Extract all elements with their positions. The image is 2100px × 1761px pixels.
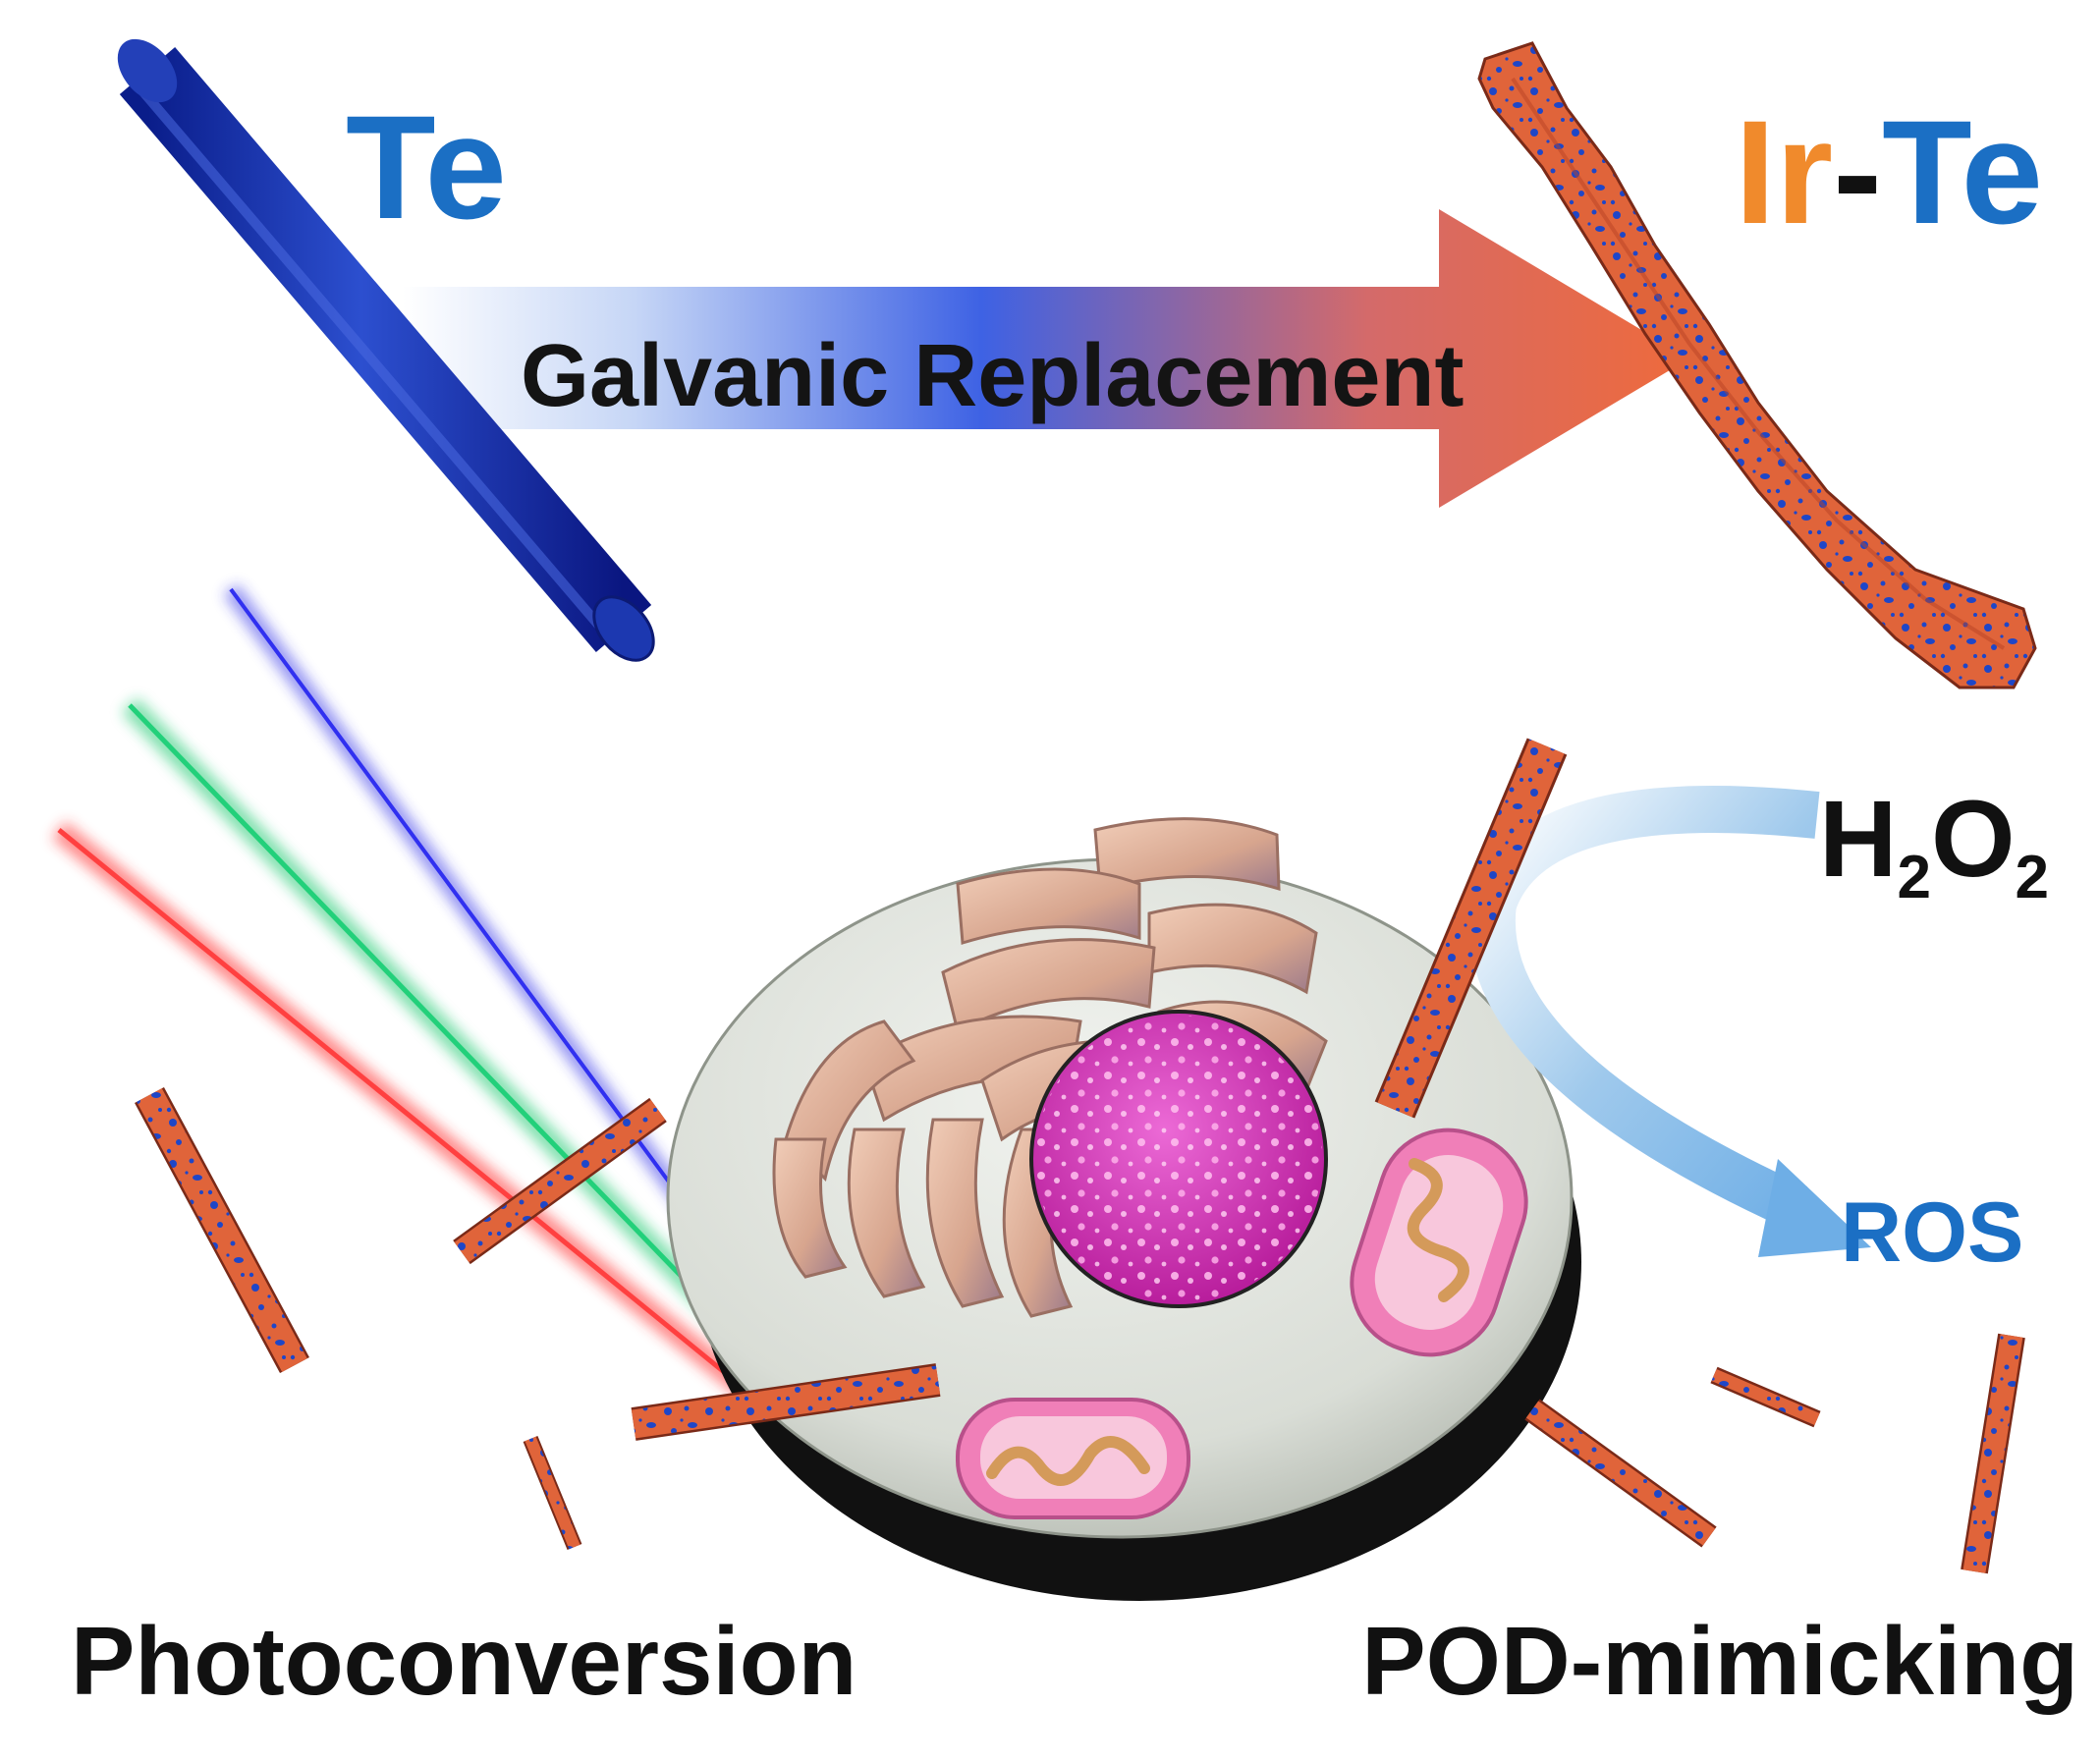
- ir-te-nanorod-icon: [1961, 1333, 2025, 1574]
- product-label: ROS: [1841, 1185, 2024, 1280]
- ir-te-nanorod-icon: [453, 1097, 667, 1265]
- te-product-label: Te: [1882, 89, 2043, 254]
- reactant-h: H: [1819, 779, 1898, 900]
- ir-te-nanorod-icon: [523, 1435, 582, 1551]
- left-caption: Photoconversion: [71, 1607, 857, 1715]
- reactant-sub2: 2: [2015, 844, 2049, 911]
- process-label: Galvanic Replacement: [521, 327, 1464, 425]
- te-label: Te: [346, 84, 507, 249]
- reactant-sub1: 2: [1897, 844, 1931, 911]
- galvanic-arrow: [403, 209, 1689, 508]
- mitochondrion-icon: [1350, 1128, 1528, 1357]
- right-caption: POD-mimicking: [1361, 1607, 2078, 1715]
- ir-te-nanorod-icon: [135, 1086, 309, 1374]
- curved-arrow-head: [1758, 1159, 1871, 1257]
- ir-te-nanorod-icon: [1710, 1366, 1821, 1428]
- ir-te-label: Ir-Te: [1735, 98, 2043, 246]
- te-nanorod-icon: [117, 38, 655, 662]
- reactant-o: O: [1930, 779, 2016, 900]
- mitochondrion-icon: [956, 1398, 1190, 1519]
- ir-label: Ir: [1735, 89, 1834, 254]
- ir-te-nanorod-icon: [631, 1363, 941, 1441]
- reactant-label: H2O2: [1819, 786, 2049, 908]
- ir-te-nanorod-icon: [1374, 738, 1568, 1119]
- nucleus-icon: [1029, 1010, 1328, 1308]
- ir-te-nanorod-icon: [1524, 1399, 1717, 1548]
- dash-label: -: [1833, 89, 1883, 254]
- ir-te-nanorod-icon: [1477, 41, 2037, 689]
